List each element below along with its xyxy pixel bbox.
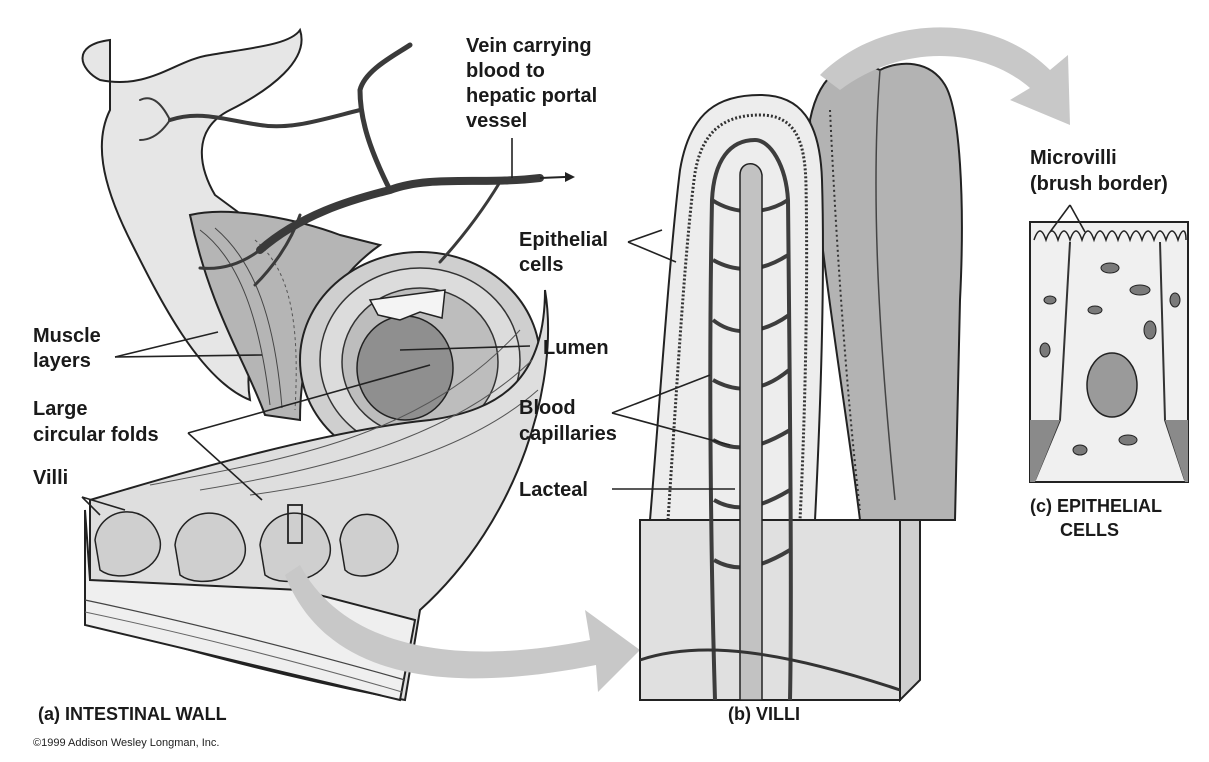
nucleus bbox=[1087, 353, 1137, 417]
epithelial-box bbox=[1030, 222, 1188, 482]
villi-illustration bbox=[640, 64, 962, 700]
lumen-opening bbox=[357, 316, 453, 420]
label-villi: Villi bbox=[33, 467, 68, 489]
copyright-notice: ©1999 Addison Wesley Longman, Inc. bbox=[33, 737, 219, 749]
front-villus bbox=[650, 95, 823, 520]
caption-epithelial-line2: CELLS bbox=[1060, 520, 1119, 540]
label-folds-line1: Large bbox=[33, 398, 87, 420]
label-microvilli-line1: Microvilli bbox=[1030, 147, 1117, 169]
label-vein-line1: Vein carrying bbox=[466, 35, 592, 57]
label-capillaries-line2: capillaries bbox=[519, 423, 617, 445]
caption-intestinal-wall: (a) INTESTINAL WALL bbox=[38, 704, 227, 724]
label-vein-line2: blood to bbox=[466, 60, 545, 82]
label-folds-line2: circular folds bbox=[33, 424, 159, 446]
label-lumen: Lumen bbox=[543, 337, 609, 359]
label-epithelial-line1: Epithelial bbox=[519, 229, 608, 251]
label-capillaries-line1: Blood bbox=[519, 397, 576, 419]
lacteal bbox=[740, 164, 762, 700]
caption-epithelial-line1: (c) EPITHELIAL bbox=[1030, 496, 1162, 516]
epithelial-cells-illustration bbox=[1030, 222, 1188, 482]
label-muscle-line1: Muscle bbox=[33, 325, 101, 347]
villi-block bbox=[640, 520, 900, 700]
label-vein-line4: vessel bbox=[466, 110, 527, 132]
label-vein-line3: hepatic portal bbox=[466, 85, 597, 107]
label-epithelial-line2: cells bbox=[519, 254, 563, 276]
back-villus bbox=[810, 64, 962, 520]
label-microvilli-line2: (brush border) bbox=[1030, 173, 1168, 195]
label-muscle-line2: layers bbox=[33, 350, 91, 372]
caption-villi: (b) VILLI bbox=[728, 704, 800, 724]
label-lacteal: Lacteal bbox=[519, 479, 588, 501]
